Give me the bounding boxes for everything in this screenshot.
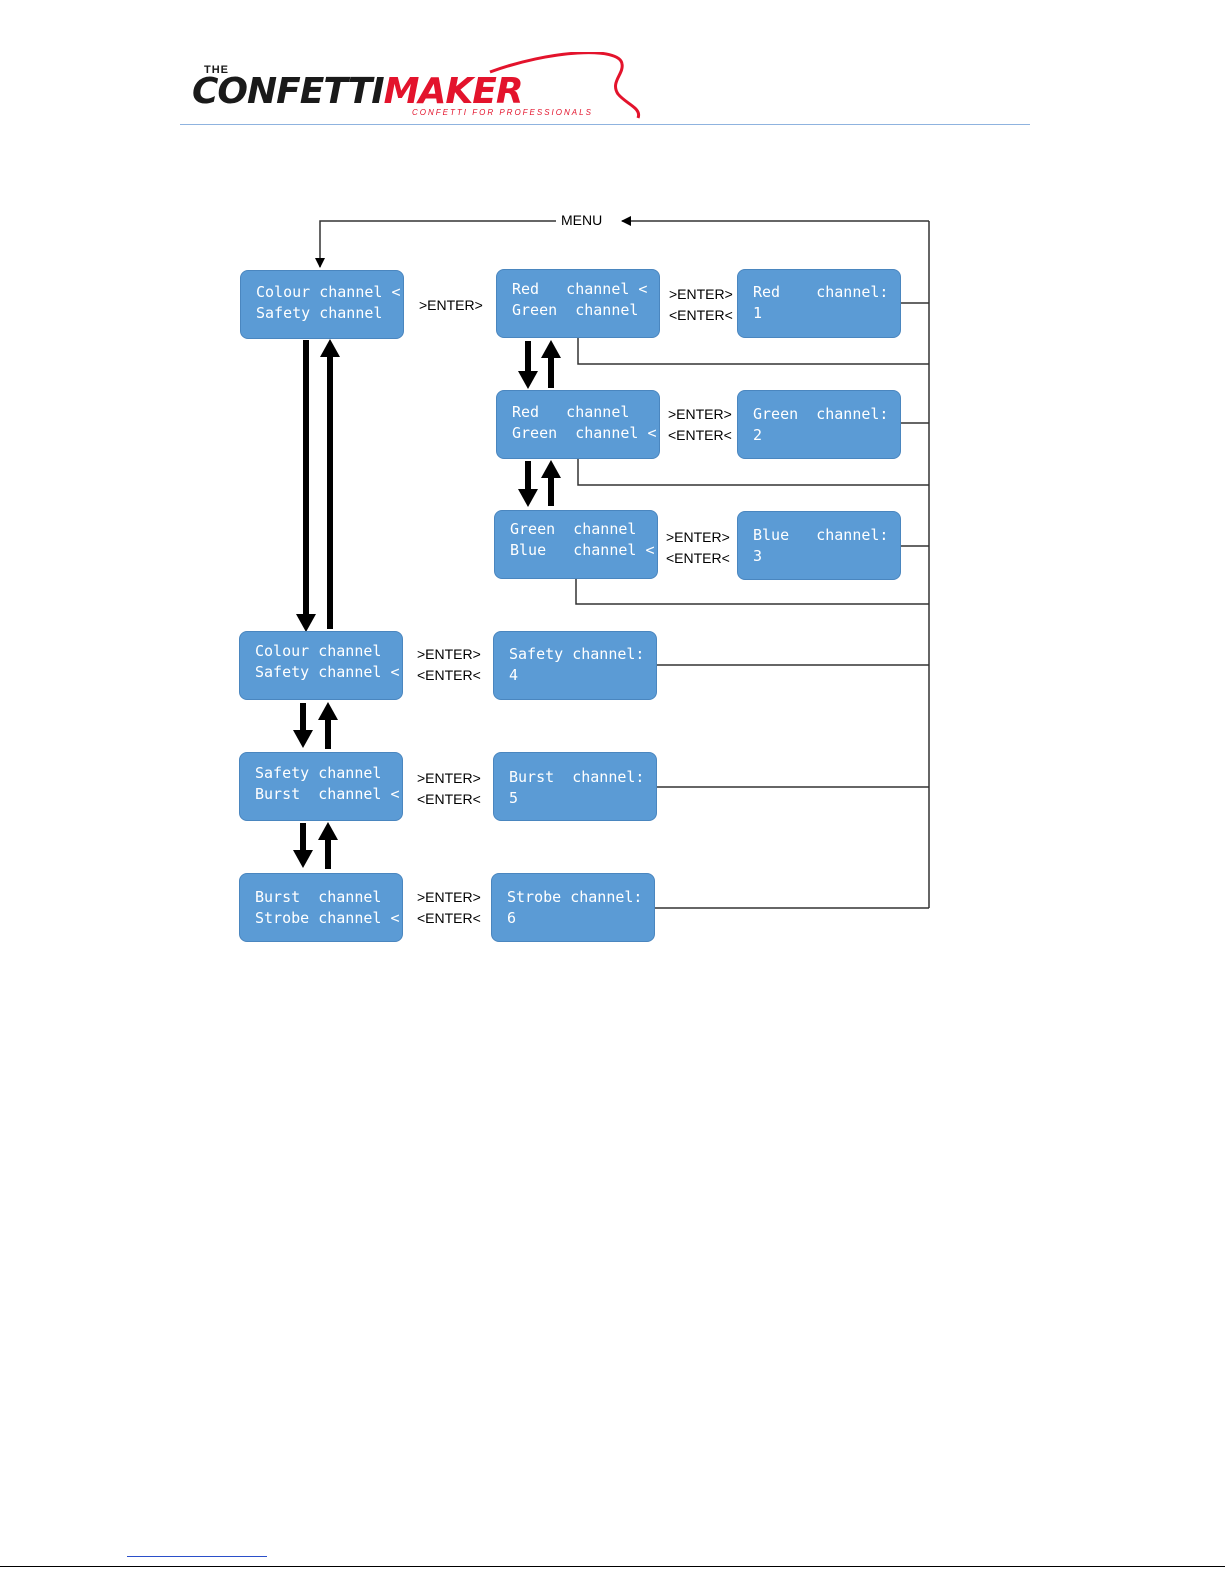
enter-label-red-forward: >ENTER> [669,286,733,302]
lcd-line-1: Colour channel < [256,283,401,301]
logo-tagline: CONFETTI FOR PROFESSIONALS [412,108,593,117]
enter-label-green-back: <ENTER< [668,427,732,443]
lcd-blue-channel-value: Blue channel: 3 [737,511,901,580]
lcd-line-1: Green channel: [753,405,889,423]
lcd-colour-channel-selected: Colour channel < Safety channel [240,270,404,339]
lcd-line-2: Safety channel < [255,663,400,681]
lcd-line-1: Colour channel [255,642,382,660]
lcd-line-2: 2 [753,426,763,444]
lcd-green-channel-value: Green channel: 2 [737,390,901,459]
enter-label-colour-to-red: >ENTER> [419,297,483,313]
confettimaker-logo: THE CONFETTIMAKER CONFETTI FOR PROFESSIO… [190,52,650,122]
header-rule [180,124,1030,125]
lcd-line-2: 6 [507,909,517,927]
lcd-line-2: Green channel < [512,424,657,442]
lcd-line-2: Burst channel < [255,785,400,803]
logo-swoosh-icon [489,52,641,119]
lcd-line-2: 4 [509,666,519,684]
lcd-red-channel-selected: Red channel < Green channel [496,269,660,338]
lcd-strobe-channel-value: Strobe channel: 6 [491,873,655,942]
lcd-line-2: Strobe channel < [255,909,400,927]
enter-label-blue-forward: >ENTER> [666,529,730,545]
lcd-line-2: Blue channel < [510,541,655,559]
menu-label: MENU [561,212,603,228]
lcd-safety-channel-value: Safety channel: 4 [493,631,657,700]
lcd-line-1: Safety channel: [509,645,645,663]
lcd-line-1: Strobe channel: [507,888,643,906]
logo-wordmark: CONFETTIMAKER [192,70,524,114]
enter-label-safety-back: <ENTER< [417,667,481,683]
logo-the: THE [204,64,229,76]
enter-label-red-back: <ENTER< [669,307,733,323]
logo-word-maker: MAKER [383,71,524,112]
lcd-line-1: Green channel [510,520,637,538]
enter-label-blue-back: <ENTER< [666,550,730,566]
enter-label-burst-back: <ENTER< [417,791,481,807]
lcd-line-2: Green channel [512,301,639,319]
lcd-line-1: Safety channel [255,764,382,782]
lcd-line-2: Safety channel [256,304,383,322]
lcd-line-2: 3 [753,547,763,565]
enter-label-green-forward: >ENTER> [668,406,732,422]
lcd-line-1: Blue channel: [753,526,889,544]
lcd-line-1: Red channel: [753,283,889,301]
lcd-red-channel-value: Red channel: 1 [737,269,901,338]
lcd-line-1: Red channel < [512,280,648,298]
logo-word-confetti: CONFETTI [192,71,385,112]
enter-label-burst-forward: >ENTER> [417,770,481,786]
lcd-line-1: Burst channel: [509,768,645,786]
footer-link-underline[interactable] [127,1556,267,1557]
lcd-line-2: 1 [753,304,763,322]
navigation-arrows [293,339,561,869]
menu-return-lines [315,216,930,909]
enter-label-safety-forward: >ENTER> [417,646,481,662]
lcd-line-2: 5 [509,789,519,807]
enter-label-strobe-back: <ENTER< [417,910,481,926]
footer-rule [0,1566,1225,1567]
lcd-line-1: Burst channel [255,888,382,906]
enter-label-strobe-forward: >ENTER> [417,889,481,905]
lcd-burst-channel-value: Burst channel: 5 [493,752,657,821]
lcd-line-1: Red channel [512,403,630,421]
